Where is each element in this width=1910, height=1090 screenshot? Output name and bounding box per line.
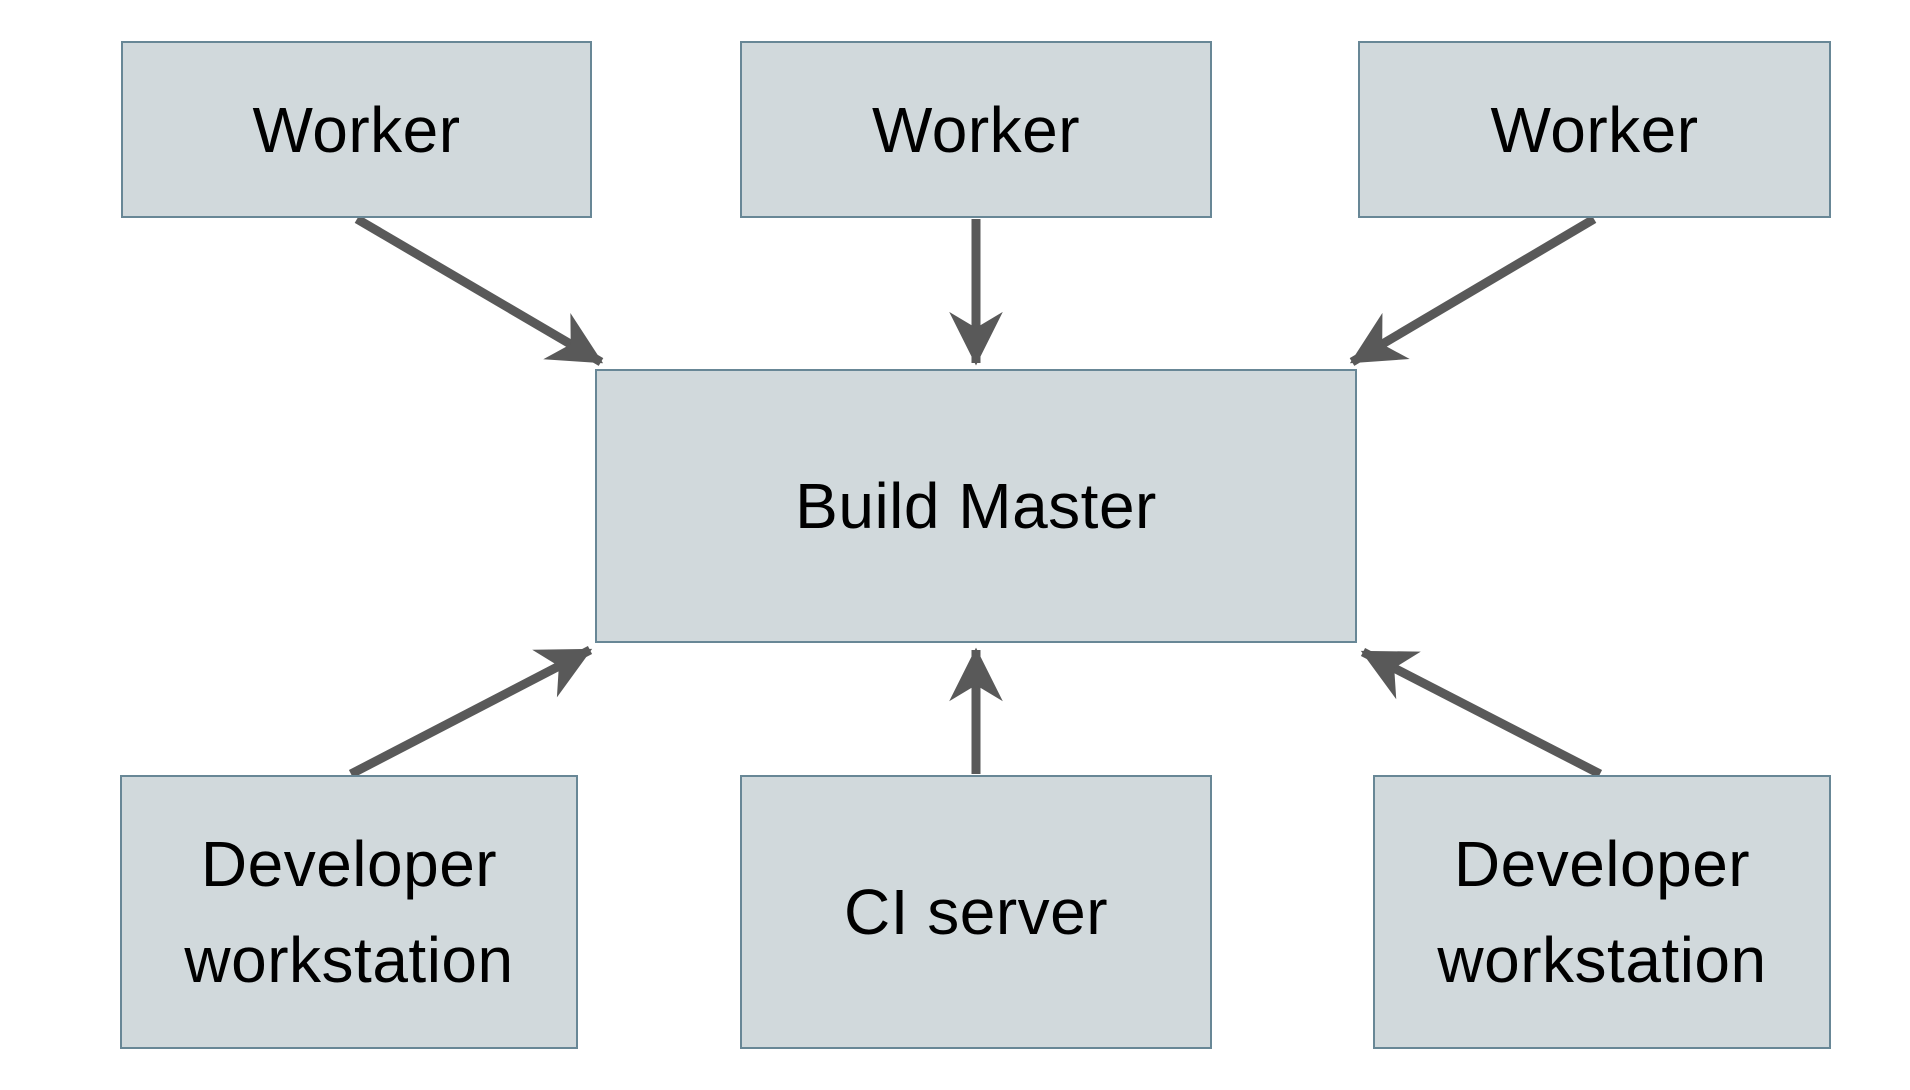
node-developer-workstation-left: Developer workstation (120, 775, 578, 1049)
edge-devleft-to-buildmaster (348, 646, 593, 778)
edge-worker1-to-buildmaster (354, 215, 604, 366)
node-worker-1: Worker (121, 41, 592, 218)
node-developer-workstation-right: Developer workstation (1373, 775, 1831, 1049)
node-worker-2-label: Worker (871, 93, 1081, 166)
node-worker-1-label: Worker (252, 93, 461, 166)
node-worker-2: Worker (740, 41, 1212, 218)
node-ci-server-label: CI server (843, 876, 1109, 948)
node-worker-3-label: Worker (1490, 93, 1699, 166)
edge-worker3-to-buildmaster (1349, 215, 1597, 366)
node-build-master-label: Build Master (795, 470, 1157, 542)
node-worker-3: Worker (1358, 41, 1831, 218)
node-developer-workstation-right-label: Developer workstation (1437, 828, 1767, 996)
node-ci-server: CI server (740, 775, 1212, 1049)
node-developer-workstation-left-label: Developer workstation (184, 828, 514, 996)
edge-devright-to-buildmaster (1360, 647, 1603, 779)
node-build-master: Build Master (595, 369, 1357, 643)
